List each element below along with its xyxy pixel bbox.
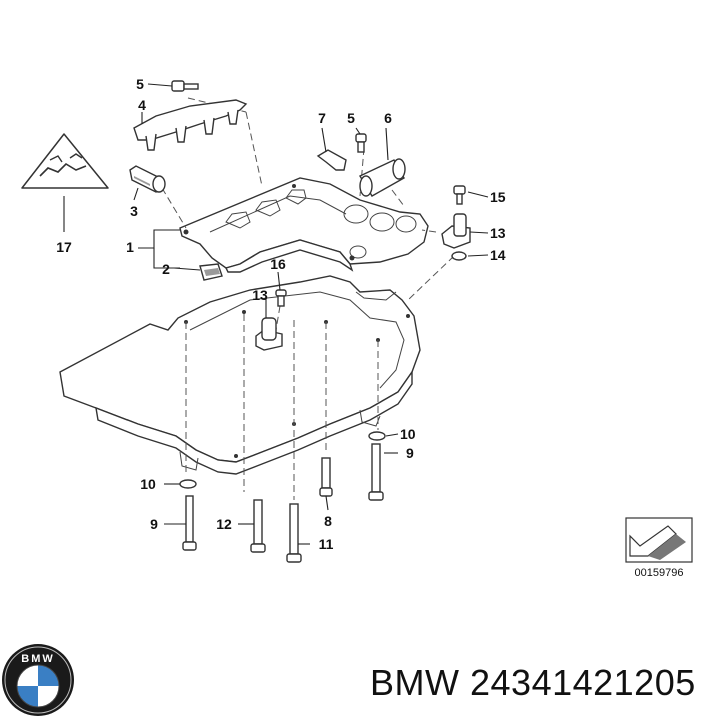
solenoid-3 [129, 165, 166, 193]
callout-7: 7 [318, 110, 326, 126]
callout-16: 16 [270, 256, 286, 272]
bolt-8 [319, 457, 333, 497]
callout-12: 12 [216, 516, 232, 532]
product-caption: BMW 24341421205 [370, 662, 696, 704]
alignment-lines [161, 97, 455, 500]
callout-3: 3 [130, 203, 138, 219]
leader-lines [63, 83, 489, 545]
bolt-5-mid [355, 133, 367, 153]
callout-9-right: 9 [406, 445, 414, 461]
callout-17: 17 [56, 239, 72, 255]
bolt-9-right [368, 443, 384, 501]
bmw-logo: BMW [2, 644, 74, 716]
oil-pan [59, 275, 421, 475]
callout-11: 11 [319, 536, 334, 552]
warning-triangle-icon [21, 133, 109, 189]
callout-labels: 5 4 3 17 1 2 7 5 6 15 13 14 16 13 10 9 1… [56, 76, 506, 552]
callout-6: 6 [384, 110, 392, 126]
direction-arrow-shadow-icon [648, 534, 686, 560]
bolt-15 [453, 185, 466, 205]
bmw-logo-lettering: BMW [21, 653, 55, 665]
callout-10-left: 10 [140, 476, 156, 492]
callout-5-mid: 5 [347, 110, 355, 126]
pressure-regulator-2 [199, 263, 223, 281]
bolt-16 [275, 289, 287, 307]
part-number: 24341421205 [470, 662, 696, 703]
callout-13-lower: 13 [252, 287, 268, 303]
callout-5-top: 5 [136, 76, 144, 92]
view-direction-box: 00159796 [625, 517, 693, 579]
bolt-11 [286, 503, 302, 563]
wiring-bracket-4 [133, 99, 248, 151]
callout-2: 2 [162, 261, 170, 277]
callout-1: 1 [126, 239, 134, 255]
o-ring-14 [451, 251, 467, 261]
callout-14: 14 [490, 247, 506, 263]
callout-13-right: 13 [490, 225, 506, 241]
callout-9-left: 9 [150, 516, 158, 532]
seal-ring-10-right [368, 431, 386, 441]
solenoid-valve-6 [359, 158, 406, 197]
bolt-9-left [182, 495, 197, 551]
bolt-12 [250, 499, 266, 553]
seal-ring-10-left [179, 479, 197, 489]
callout-4: 4 [138, 97, 146, 113]
valve-body [179, 177, 429, 273]
callout-8: 8 [324, 513, 332, 529]
brand-name: BMW [370, 662, 460, 703]
retaining-clip-7 [316, 149, 347, 171]
speed-sensor-13-right [441, 213, 471, 249]
reference-number: 00159796 [635, 567, 684, 579]
callout-15: 15 [490, 189, 506, 205]
callout-10-right: 10 [400, 426, 416, 442]
speed-sensor-13-lower [255, 317, 283, 351]
bolt-5-top [171, 80, 199, 92]
